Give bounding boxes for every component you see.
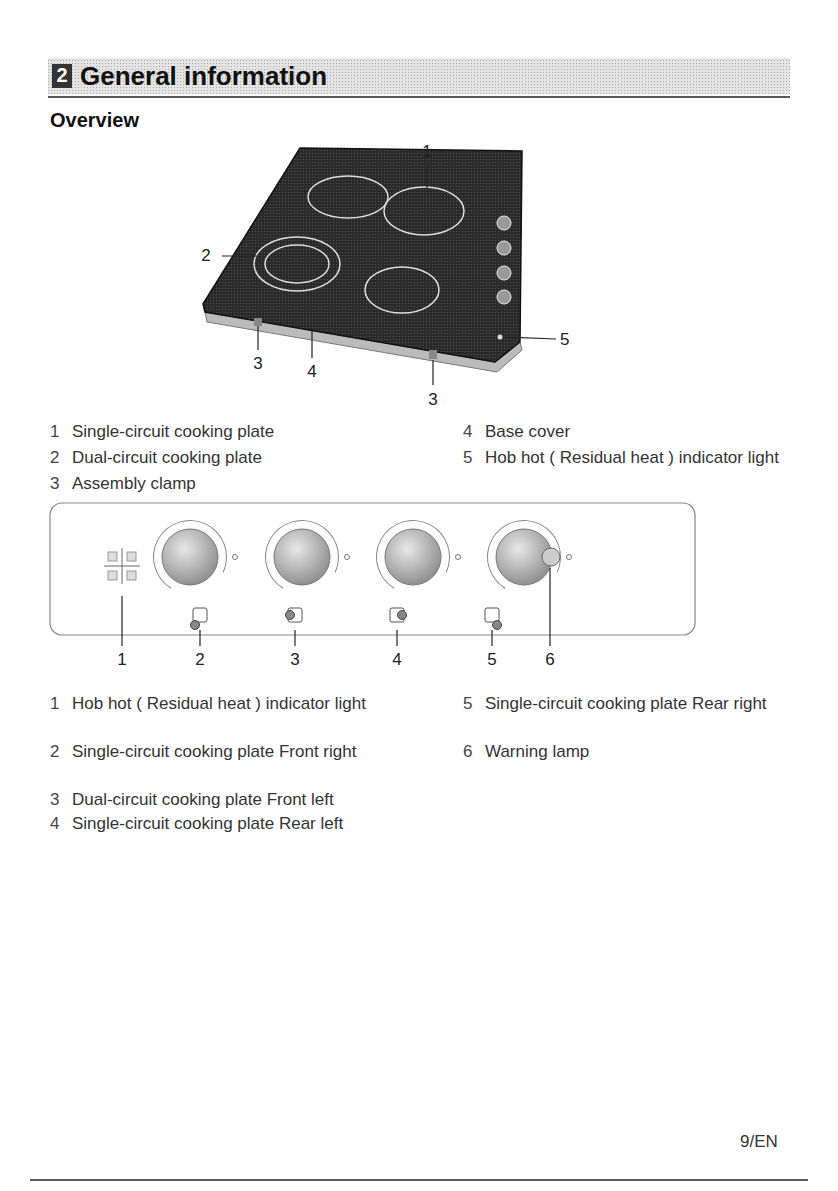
list-text: Assembly clamp	[72, 472, 372, 496]
callout-number: 5	[560, 328, 580, 352]
callout-number: 3	[248, 352, 268, 376]
list-text: Dual-circuit cooking plate	[72, 446, 372, 470]
footer-rule	[30, 1179, 808, 1181]
list-number: 5	[463, 446, 481, 470]
hob-illustration	[203, 148, 522, 372]
callout-number: 4	[387, 648, 407, 672]
control-panel	[50, 503, 695, 635]
list-number: 2	[50, 446, 68, 470]
heading-rule	[48, 96, 790, 98]
list-number: 2	[50, 740, 68, 764]
list-number: 1	[50, 420, 68, 444]
section-title: General information	[80, 60, 327, 92]
residual-heat-symbol	[104, 548, 140, 584]
heading-bar	[48, 58, 790, 94]
callout-number: 4	[302, 360, 322, 384]
list-text: Base cover	[485, 420, 785, 444]
subheading: Overview	[50, 108, 250, 132]
page-number: 9/EN	[740, 1130, 800, 1154]
list-text: Single-circuit cooking plate Rear left	[72, 812, 372, 836]
callout-number: 6	[540, 648, 560, 672]
section-number: 2	[52, 63, 72, 87]
list-text: Hob hot ( Residual heat ) indicator ligh…	[72, 692, 372, 716]
list-number: 4	[50, 812, 68, 836]
list-text: Single-circuit cooking plate Rear right	[485, 692, 785, 716]
list-text: Single-circuit cooking plate Front right	[72, 740, 372, 764]
plate-icon-dot	[493, 621, 502, 630]
callout-number: 2	[196, 244, 216, 268]
list-number: 4	[463, 420, 481, 444]
list-text: Single-circuit cooking plate	[72, 420, 372, 444]
knob-zero-mark	[345, 555, 350, 560]
callout-number: 3	[285, 648, 305, 672]
control-knobs	[153, 520, 572, 629]
list-number: 3	[50, 472, 68, 496]
knob-zero-mark	[567, 555, 572, 560]
list-text: Dual-circuit cooking plate Front left	[72, 788, 372, 812]
knob	[274, 529, 330, 585]
list-text: Warning lamp	[485, 740, 785, 764]
plate-icon	[485, 608, 499, 622]
warning-lamp	[542, 548, 560, 566]
list-number: 3	[50, 788, 68, 812]
knob	[385, 529, 441, 585]
knob-scale	[376, 520, 450, 589]
plate-icon-dot	[191, 621, 200, 630]
knob-scale	[153, 520, 227, 589]
panel-leader-lines	[122, 568, 550, 646]
plate-icon	[193, 608, 207, 622]
callout-number: 3	[423, 388, 443, 412]
plate-icon-dot	[398, 611, 407, 620]
plate-icon-dot	[286, 611, 295, 620]
leader-lines	[222, 166, 556, 385]
list-number: 5	[463, 692, 481, 716]
knob	[162, 529, 218, 585]
list-number: 6	[463, 740, 481, 764]
callout-number: 5	[482, 648, 502, 672]
callout-number: 1	[417, 140, 437, 164]
knob-scale	[265, 520, 339, 589]
callout-number: 2	[190, 648, 210, 672]
section-number-box	[52, 64, 72, 88]
callout-number: 1	[112, 648, 132, 672]
knob-zero-mark	[456, 555, 461, 560]
list-number: 1	[50, 692, 68, 716]
knob-zero-mark	[233, 555, 238, 560]
list-text: Hob hot ( Residual heat ) indicator ligh…	[485, 446, 785, 470]
